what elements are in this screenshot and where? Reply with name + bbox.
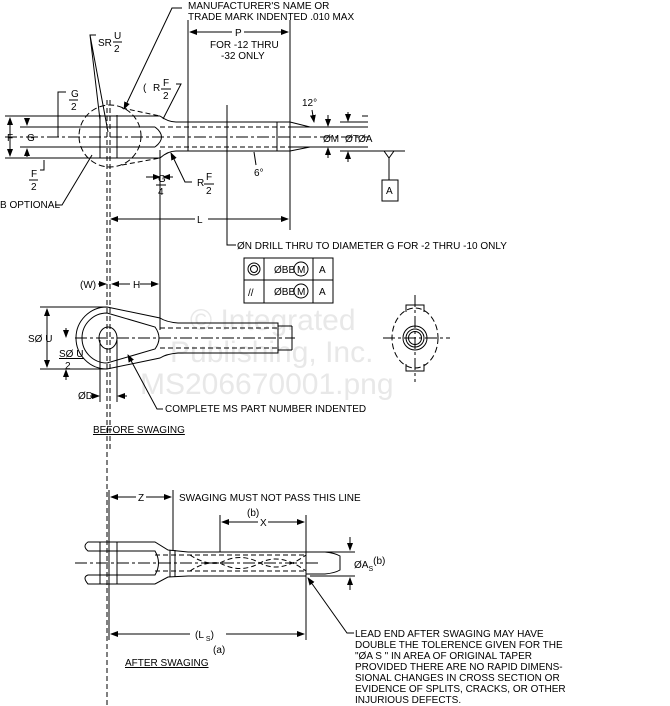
svg-text:L: L — [197, 215, 203, 226]
svg-text:2: 2 — [65, 361, 71, 372]
before-swaging-view — [75, 306, 295, 402]
svg-text:U: U — [114, 31, 121, 42]
top-view-annotations: MANUFACTURER'S NAME OR TRADE MARK INDENT… — [0, 1, 507, 252]
svg-text:(b): (b) — [247, 508, 259, 519]
svg-text:R: R — [153, 83, 160, 94]
svg-text:2: 2 — [31, 182, 37, 193]
svg-text:© Integrated: © Integrated — [190, 304, 356, 337]
svg-text:AFTER SWAGING: AFTER SWAGING — [125, 658, 209, 669]
svg-text:H: H — [133, 280, 140, 291]
svg-text:EVIDENCE OF SPLITS, CRACKS, OR: EVIDENCE OF SPLITS, CRACKS, OR OTHER — [355, 684, 566, 695]
svg-text:4: 4 — [158, 187, 164, 198]
svg-text:SØ U: SØ U — [28, 334, 52, 345]
svg-text:A: A — [319, 287, 326, 298]
svg-text:X: X — [260, 518, 267, 529]
svg-text:2: 2 — [114, 44, 120, 55]
datum-a-box — [381, 179, 399, 202]
svg-text:SØ U: SØ U — [59, 349, 83, 360]
svg-text:ØBB: ØBB — [274, 265, 295, 276]
svg-text:INJURIOUS DEFECTS.: INJURIOUS DEFECTS. — [355, 695, 461, 706]
svg-text:FOR -12 THRU: FOR -12 THRU — [210, 40, 279, 51]
svg-text:2: 2 — [206, 186, 212, 197]
svg-text:G: G — [71, 89, 79, 100]
after-swaging-annotations: Z SWAGING MUST NOT PASS THIS LINE (b) X … — [110, 493, 566, 706]
svg-text:6°: 6° — [254, 168, 264, 179]
svg-text:G: G — [158, 174, 166, 185]
svg-text://: // — [248, 288, 254, 299]
svg-text:-32 ONLY: -32 ONLY — [221, 51, 265, 62]
svg-text:(LS): (LS) — [195, 630, 214, 643]
svg-text:2: 2 — [71, 102, 77, 113]
svg-text:A: A — [319, 265, 326, 276]
svg-text:"ØA S " IN AREA OF ORIGINAL TA: "ØA S " IN AREA OF ORIGINAL TAPER — [355, 651, 532, 662]
svg-text:M: M — [297, 287, 305, 298]
svg-text:ØD: ØD — [78, 391, 93, 402]
svg-text:LEAD END AFTER SWAGING MAY HAV: LEAD END AFTER SWAGING MAY HAVE — [355, 629, 544, 640]
feature-control-frame: // ØBB M A ØBB M A — [243, 257, 334, 304]
svg-text:P: P — [235, 28, 242, 39]
svg-text:ØN DRILL THRU TO DIAMETER G FO: ØN DRILL THRU TO DIAMETER G FOR -2 THRU … — [237, 241, 507, 252]
top-view — [5, 20, 405, 706]
svg-text:PROVIDED THERE ARE NO RAPID DI: PROVIDED THERE ARE NO RAPID DIMENS- — [355, 662, 563, 673]
after-swaging-view — [75, 490, 341, 640]
svg-text:F: F — [163, 78, 169, 89]
svg-text:ØBB: ØBB — [274, 287, 295, 298]
svg-text:A: A — [386, 186, 393, 197]
svg-text:ØT: ØT — [345, 134, 359, 145]
svg-text:F: F — [206, 172, 212, 183]
concentricity-icon — [247, 262, 261, 276]
svg-text:Z: Z — [138, 493, 144, 504]
svg-text:SIONAL CHANGES IN CROSS SECTIO: SIONAL CHANGES IN CROSS SECTION OR — [355, 673, 560, 684]
svg-text:(a): (a) — [213, 645, 225, 656]
svg-text:F: F — [31, 169, 37, 180]
svg-text:M: M — [297, 265, 305, 276]
svg-text:G: G — [27, 133, 35, 144]
svg-text:ØAS(b): ØAS(b) — [354, 556, 385, 573]
svg-text:SR: SR — [98, 38, 112, 49]
svg-text:MANUFACTURER'S NAME OR: MANUFACTURER'S NAME OR — [188, 1, 329, 12]
svg-text:BEFORE SWAGING: BEFORE SWAGING — [93, 425, 185, 436]
svg-text:12°: 12° — [302, 98, 317, 109]
svg-text:2: 2 — [163, 91, 169, 102]
svg-text:R: R — [197, 178, 204, 189]
svg-text:SWAGING MUST NOT PASS THIS LIN: SWAGING MUST NOT PASS THIS LINE — [179, 493, 361, 504]
end-view — [383, 295, 450, 382]
open-paren: ( — [143, 83, 147, 94]
svg-text:TRADE MARK INDENTED .010 MAX: TRADE MARK INDENTED .010 MAX — [188, 12, 354, 23]
before-swaging-annotations: (W) H SØ U SØ U 2 ØD COMPLETE MS PART NU… — [28, 280, 366, 436]
svg-text:MS206670001.png: MS206670001.png — [140, 368, 394, 401]
svg-text:B OPTIONAL: B OPTIONAL — [0, 200, 60, 211]
svg-text:ØA: ØA — [358, 134, 373, 145]
svg-text:COMPLETE MS PART NUMBER INDENT: COMPLETE MS PART NUMBER INDENTED — [165, 404, 366, 415]
lead-end-note: LEAD END AFTER SWAGING MAY HAVE DOUBLE T… — [355, 629, 566, 706]
svg-text:DOUBLE THE TOLERENCE GIVEN FOR: DOUBLE THE TOLERENCE GIVEN FOR THE — [355, 640, 563, 651]
svg-text:(W): (W) — [80, 280, 96, 291]
svg-text:ØM: ØM — [323, 134, 339, 145]
